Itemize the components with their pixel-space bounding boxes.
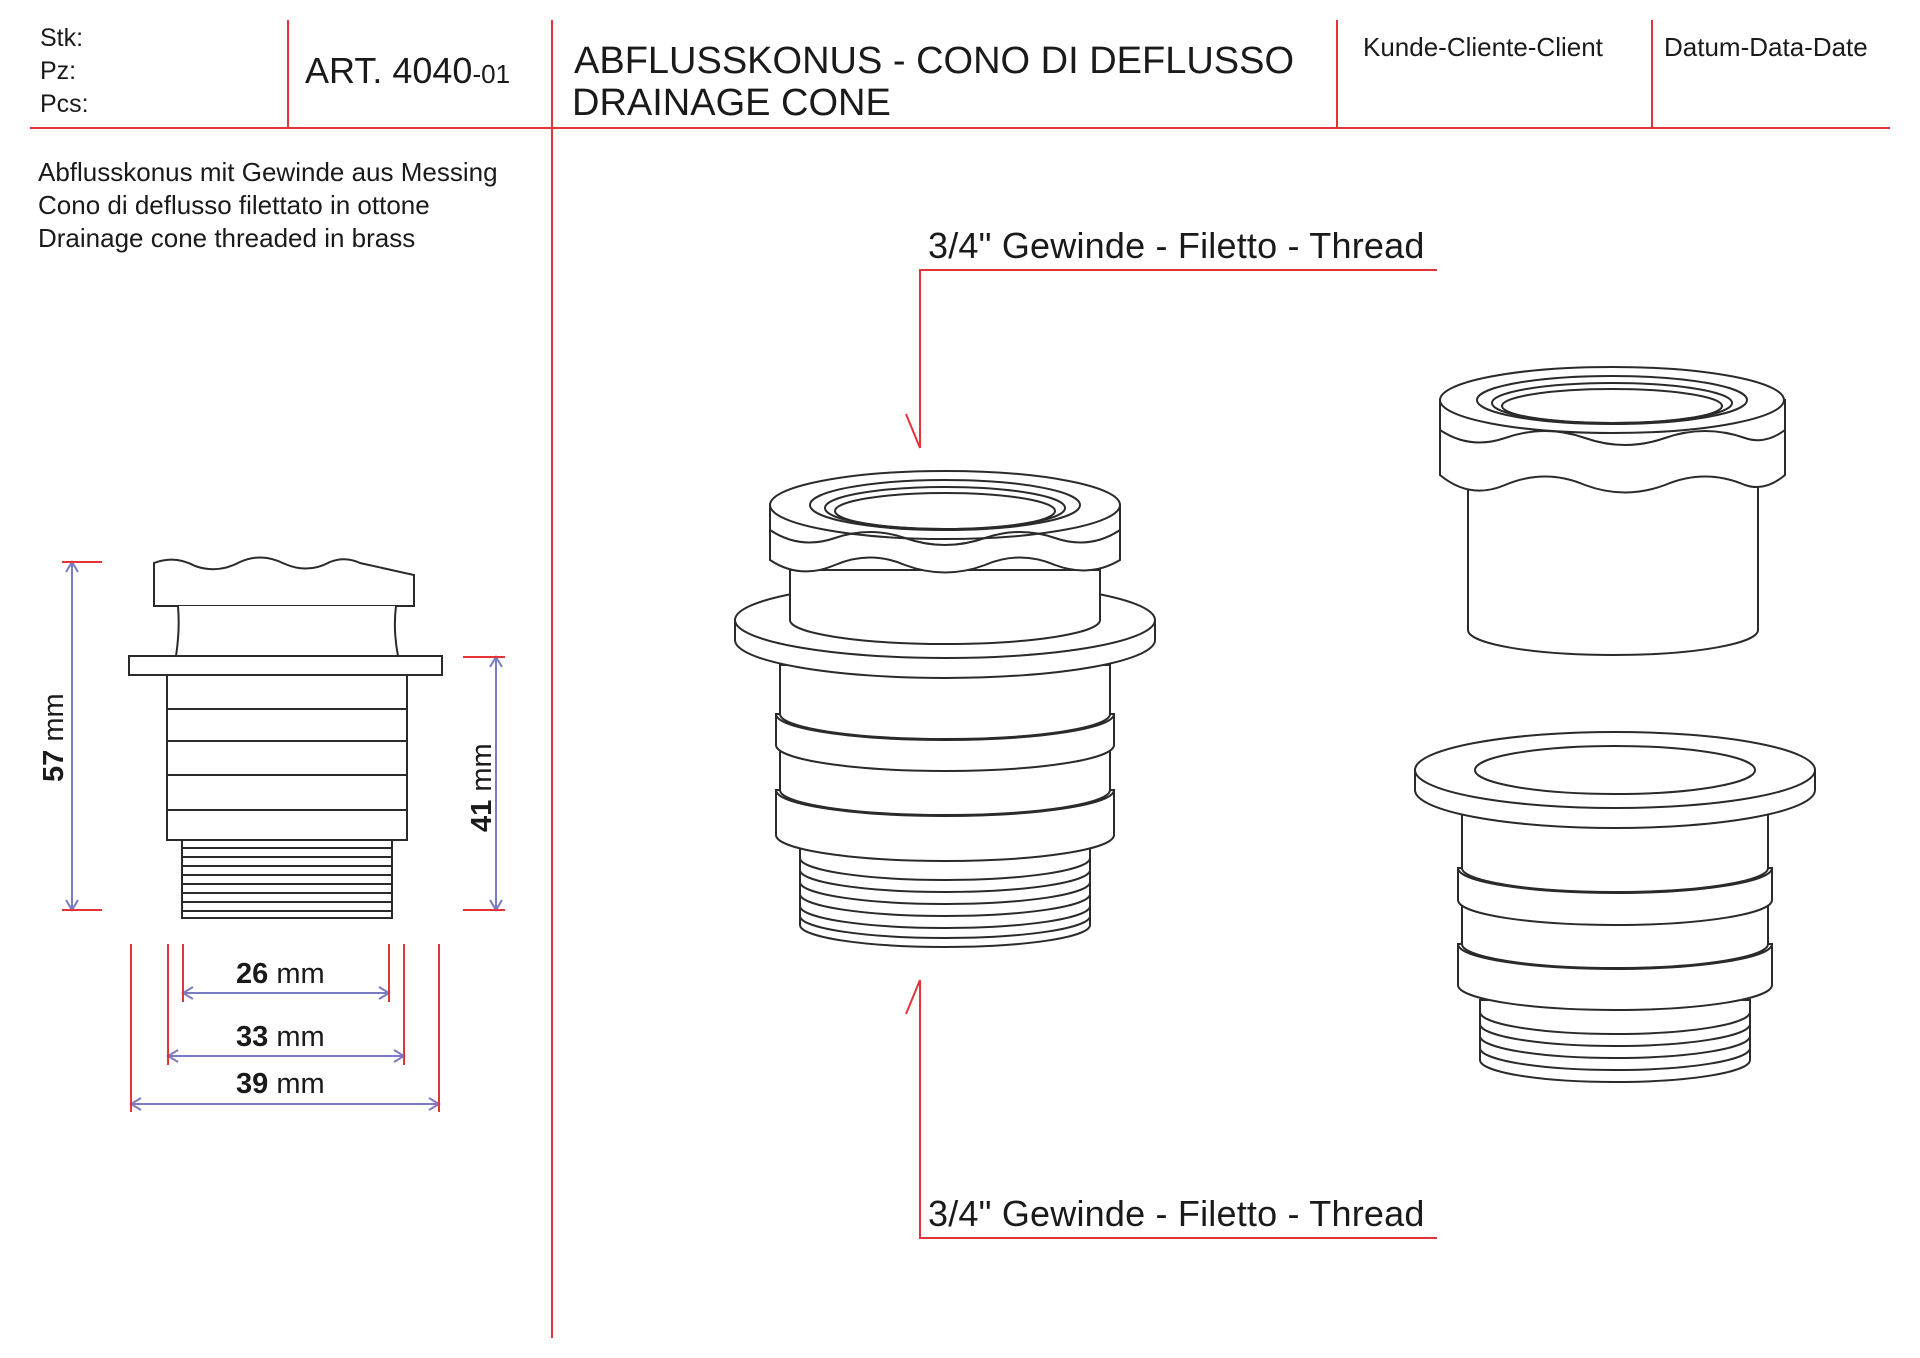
- dim-height-57-value: 57: [38, 749, 70, 782]
- dimension-lines: [65, 560, 503, 1111]
- exploded-nut-part: [1439, 366, 1786, 656]
- dim-width-33-value: 33: [236, 1021, 269, 1053]
- dim-width-26-unit: mm: [268, 958, 325, 990]
- description-en: Drainage cone threaded in brass: [38, 223, 416, 253]
- dim-width-39-unit: mm: [268, 1068, 325, 1100]
- dim-width-33: 33 mm: [236, 1021, 325, 1054]
- article-number: ART. 4040-01: [305, 50, 510, 92]
- thread-callout-bottom: 3/4" Gewinde - Filetto - Thread: [928, 1193, 1425, 1234]
- qty-label-pz: Pz:: [40, 57, 77, 85]
- dim-height-41-value: 41: [466, 799, 498, 832]
- title-line-1: ABFLUSSKONUS - CONO DI DEFLUSSO: [574, 40, 1295, 82]
- dim-width-33-unit: mm: [268, 1021, 325, 1053]
- dim-width-39: 39 mm: [236, 1068, 325, 1101]
- dim-width-26: 26 mm: [236, 958, 325, 991]
- description-de: Abflusskonus mit Gewinde aus Messing: [38, 157, 498, 187]
- dim-height-57: 57 mm: [38, 693, 71, 782]
- qty-label-stk: Stk:: [40, 24, 84, 52]
- assembled-cone-isometric: [734, 470, 1156, 948]
- title-line-2: DRAINAGE CONE: [572, 82, 891, 124]
- thread-callout-top: 3/4" Gewinde - Filetto - Thread: [928, 225, 1425, 266]
- article-number-suffix: -01: [472, 59, 511, 89]
- description-it: Cono di deflusso filettato in ottone: [38, 190, 430, 220]
- qty-label-pcs: Pcs:: [40, 90, 89, 118]
- dim-height-41: 41 mm: [466, 743, 499, 832]
- dim-width-26-value: 26: [236, 958, 269, 990]
- dim-width-39-value: 39: [236, 1068, 269, 1100]
- dim-height-57-unit: mm: [38, 693, 70, 750]
- date-field-label: Datum-Data-Date: [1664, 32, 1868, 62]
- front-view-elevation: [128, 556, 443, 919]
- article-number-main: ART. 4040: [305, 50, 473, 91]
- thread-callout-leader-top: [905, 269, 1437, 449]
- exploded-body-part: [1414, 731, 1816, 1083]
- dim-height-41-unit: mm: [466, 743, 498, 800]
- dimension-extension-lines: [62, 561, 505, 1112]
- thread-callout-leader-bottom: [905, 979, 1437, 1239]
- client-field-label: Kunde-Cliente-Client: [1363, 32, 1603, 62]
- title-block-frame: [30, 20, 1890, 1338]
